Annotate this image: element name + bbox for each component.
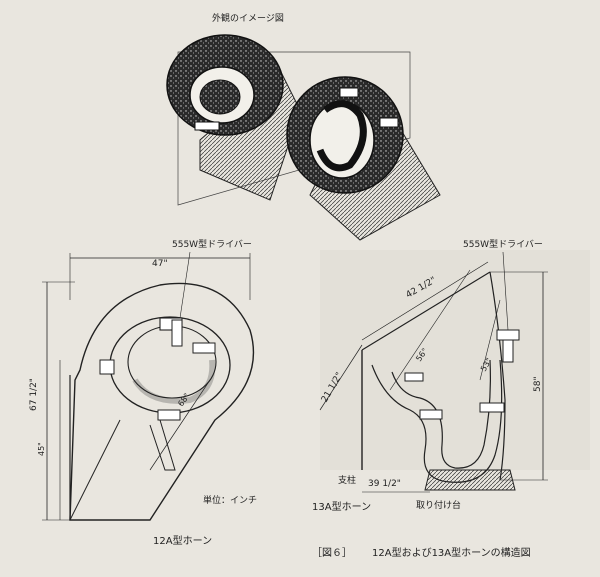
unit-label: 単位：インチ (203, 494, 257, 506)
dim-height-13a: 58" (533, 376, 543, 392)
dim-lower-12a: 45" (37, 442, 46, 456)
driver-label-right: 555W型ドライバー (463, 239, 543, 250)
horn-12a-drawing (69, 282, 255, 521)
dim-height-12a: 67 1/2" (29, 378, 39, 411)
horn-12a-label: 12A型ホーン (153, 534, 212, 547)
horn-13a-label: 13A型ホーン (312, 500, 371, 513)
dim-base-13a: 39 1/2" (368, 479, 401, 489)
horn-13a-drawing (361, 271, 520, 491)
figure-number: ［図６］ (312, 547, 352, 559)
exterior-illustration (166, 34, 441, 241)
dim-width-12a: 47" (152, 259, 168, 269)
support-label: 支柱 (338, 474, 356, 486)
driver-label-left: 555W型ドライバー (172, 239, 252, 250)
figure-caption: 12A型および13A型ホーンの構造図 (372, 546, 531, 559)
mount-label: 取り付け台 (416, 499, 461, 511)
exterior-title: 外観のイメージ図 (212, 12, 284, 24)
